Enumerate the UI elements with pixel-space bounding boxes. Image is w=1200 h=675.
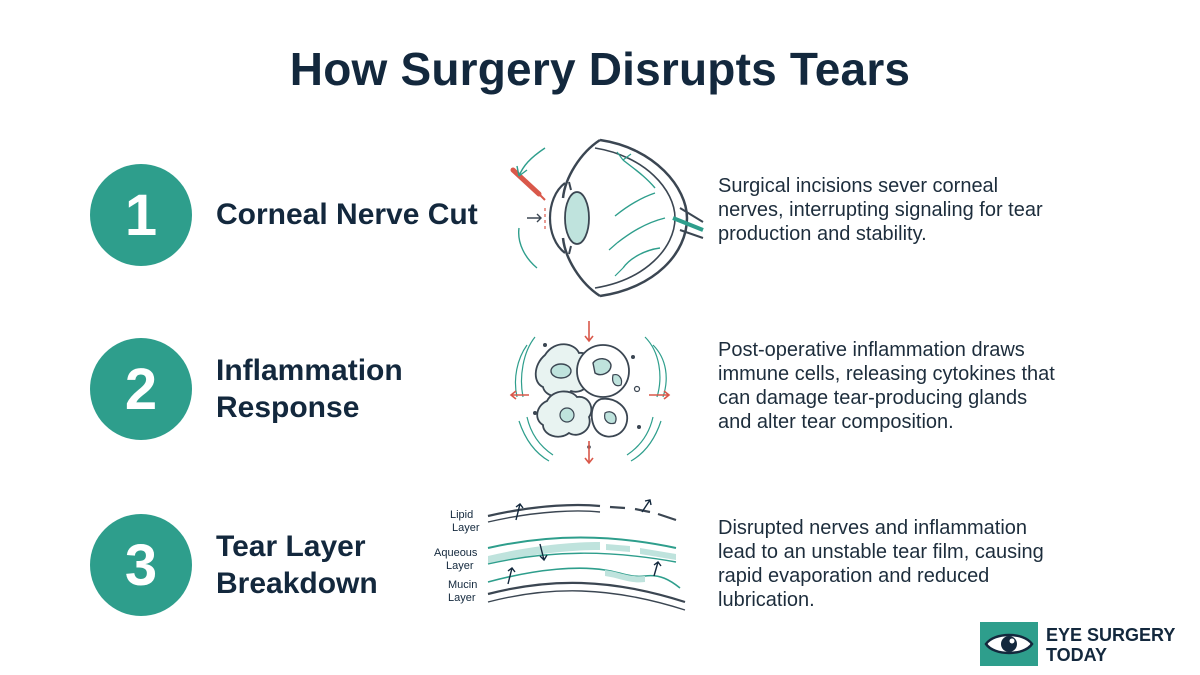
step-number-badge: 3 bbox=[90, 514, 192, 616]
step-title: Corneal Nerve Cut bbox=[216, 196, 478, 233]
lipid-layer-label: Lipid bbox=[450, 509, 473, 521]
description-line: rapid evaporation and reduced bbox=[718, 565, 990, 587]
description-line: Surgical incisions sever corneal bbox=[718, 175, 999, 197]
logo-line: TODAY bbox=[1046, 645, 1108, 665]
lipid-layer-label: Layer bbox=[452, 522, 480, 534]
step-title: Tear Layer Breakdown bbox=[216, 528, 378, 602]
brand-logo: EYE SURGERY TODAY bbox=[980, 622, 1190, 668]
description-line: lead to an unstable tear film, causing bbox=[718, 541, 1044, 563]
step-title-line: Response bbox=[216, 391, 360, 424]
tear-film-layers-icon: Lipid Layer Aqueous Layer Mucin Layer bbox=[434, 499, 686, 611]
step-title-line: Tear Layer bbox=[216, 530, 366, 563]
step-number-badge: 2 bbox=[90, 338, 192, 440]
description-line: can damage tear-producing glands bbox=[718, 387, 1028, 409]
step-row-3: 3 Tear Layer Breakdown Lipid Layer Aqueo… bbox=[0, 490, 1200, 640]
mucin-layer-label: Mucin bbox=[448, 579, 477, 591]
logo-line: EYE SURGERY bbox=[1046, 625, 1176, 645]
aqueous-layer-label: Layer bbox=[446, 560, 474, 572]
step-title-line: Corneal Nerve Cut bbox=[216, 198, 478, 231]
eye-logo-icon bbox=[980, 622, 1038, 666]
description-line: nerves, interrupting signaling for tear bbox=[718, 199, 1043, 221]
step-title: Inflammation Response bbox=[216, 352, 403, 426]
description-line: lubrication. bbox=[718, 589, 815, 611]
eye-cross-section-icon bbox=[510, 138, 704, 298]
mucin-layer-label: Layer bbox=[448, 592, 476, 604]
description-line: Post-operative inflammation draws bbox=[718, 339, 1025, 361]
description-line: Disrupted nerves and inflammation bbox=[718, 517, 1028, 539]
immune-cells-icon bbox=[509, 321, 671, 465]
aqueous-layer-label: Aqueous bbox=[434, 547, 478, 559]
description-line: production and stability. bbox=[718, 223, 927, 245]
logo-text: EYE SURGERY TODAY bbox=[1046, 625, 1175, 665]
description-line: and alter tear composition. bbox=[718, 411, 954, 433]
step-description: Surgical incisions sever corneal nerves,… bbox=[718, 174, 1158, 246]
step-description: Disrupted nerves and inflammation lead t… bbox=[718, 516, 1158, 612]
step-title-line: Breakdown bbox=[216, 567, 378, 600]
step-title-line: Inflammation bbox=[216, 354, 403, 387]
page-title: How Surgery Disrupts Tears bbox=[289, 43, 911, 95]
step-number-badge: 1 bbox=[90, 164, 192, 266]
step-description: Post-operative inflammation draws immune… bbox=[718, 338, 1158, 434]
step-row-2: 2 Inflammation Response Post-operative bbox=[0, 312, 1200, 465]
step-row-1: 1 Corneal Nerve Cut Surgical incisions s… bbox=[0, 138, 1200, 298]
description-line: immune cells, releasing cytokines that bbox=[718, 363, 1055, 385]
